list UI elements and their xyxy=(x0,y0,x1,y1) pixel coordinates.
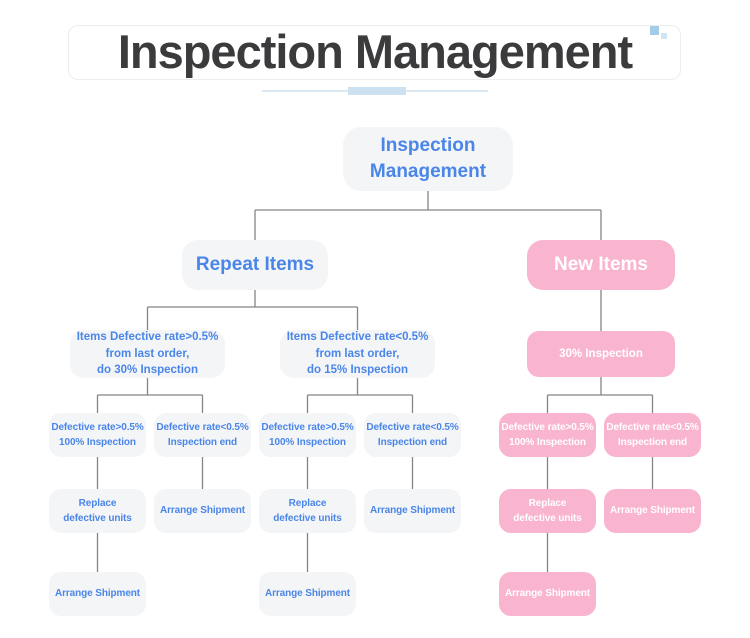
node-repeat-items: Repeat Items xyxy=(182,240,328,290)
node-repeat2-defect-high: Defective rate>0.5% 100% Inspection xyxy=(259,413,356,457)
title-card xyxy=(68,25,681,80)
node-repeat1-defect-low: Defective rate<0.5% Inspection end xyxy=(154,413,251,457)
node-repeat-high-rate: Items Defective rate>0.5% from last orde… xyxy=(70,330,225,378)
node-new-replace-units: Replace defective units xyxy=(499,489,596,533)
node-repeat2-final-shipment: Arrange Shipment xyxy=(259,572,356,616)
node-new-30pct-inspection: 30% Inspection xyxy=(527,331,675,377)
node-repeat2-replace-units: Replace defective units xyxy=(259,489,356,533)
title-underline-accent xyxy=(348,87,406,95)
title-underline xyxy=(262,87,488,95)
node-repeat1-replace-units: Replace defective units xyxy=(49,489,146,533)
node-new-defect-high: Defective rate>0.5% 100% Inspection xyxy=(499,413,596,457)
node-repeat2-defect-low: Defective rate<0.5% Inspection end xyxy=(364,413,461,457)
node-new-arrange-shipment: Arrange Shipment xyxy=(604,489,701,533)
node-repeat-low-rate: Items Defective rate<0.5% from last orde… xyxy=(280,330,435,378)
page-title: Inspection Management xyxy=(117,25,633,78)
decor-square-small-icon xyxy=(661,33,667,39)
node-repeat1-arrange-shipment: Arrange Shipment xyxy=(154,489,251,533)
node-new-items: New Items xyxy=(527,240,675,290)
node-repeat1-final-shipment: Arrange Shipment xyxy=(49,572,146,616)
node-repeat1-defect-high: Defective rate>0.5% 100% Inspection xyxy=(49,413,146,457)
decor-square-icon xyxy=(650,26,659,35)
node-repeat2-arrange-shipment: Arrange Shipment xyxy=(364,489,461,533)
node-new-defect-low: Defective rate<0.5% Inspection end xyxy=(604,413,701,457)
node-root-inspection-management: Inspection Management xyxy=(343,127,513,191)
node-new-final-shipment: Arrange Shipment xyxy=(499,572,596,616)
